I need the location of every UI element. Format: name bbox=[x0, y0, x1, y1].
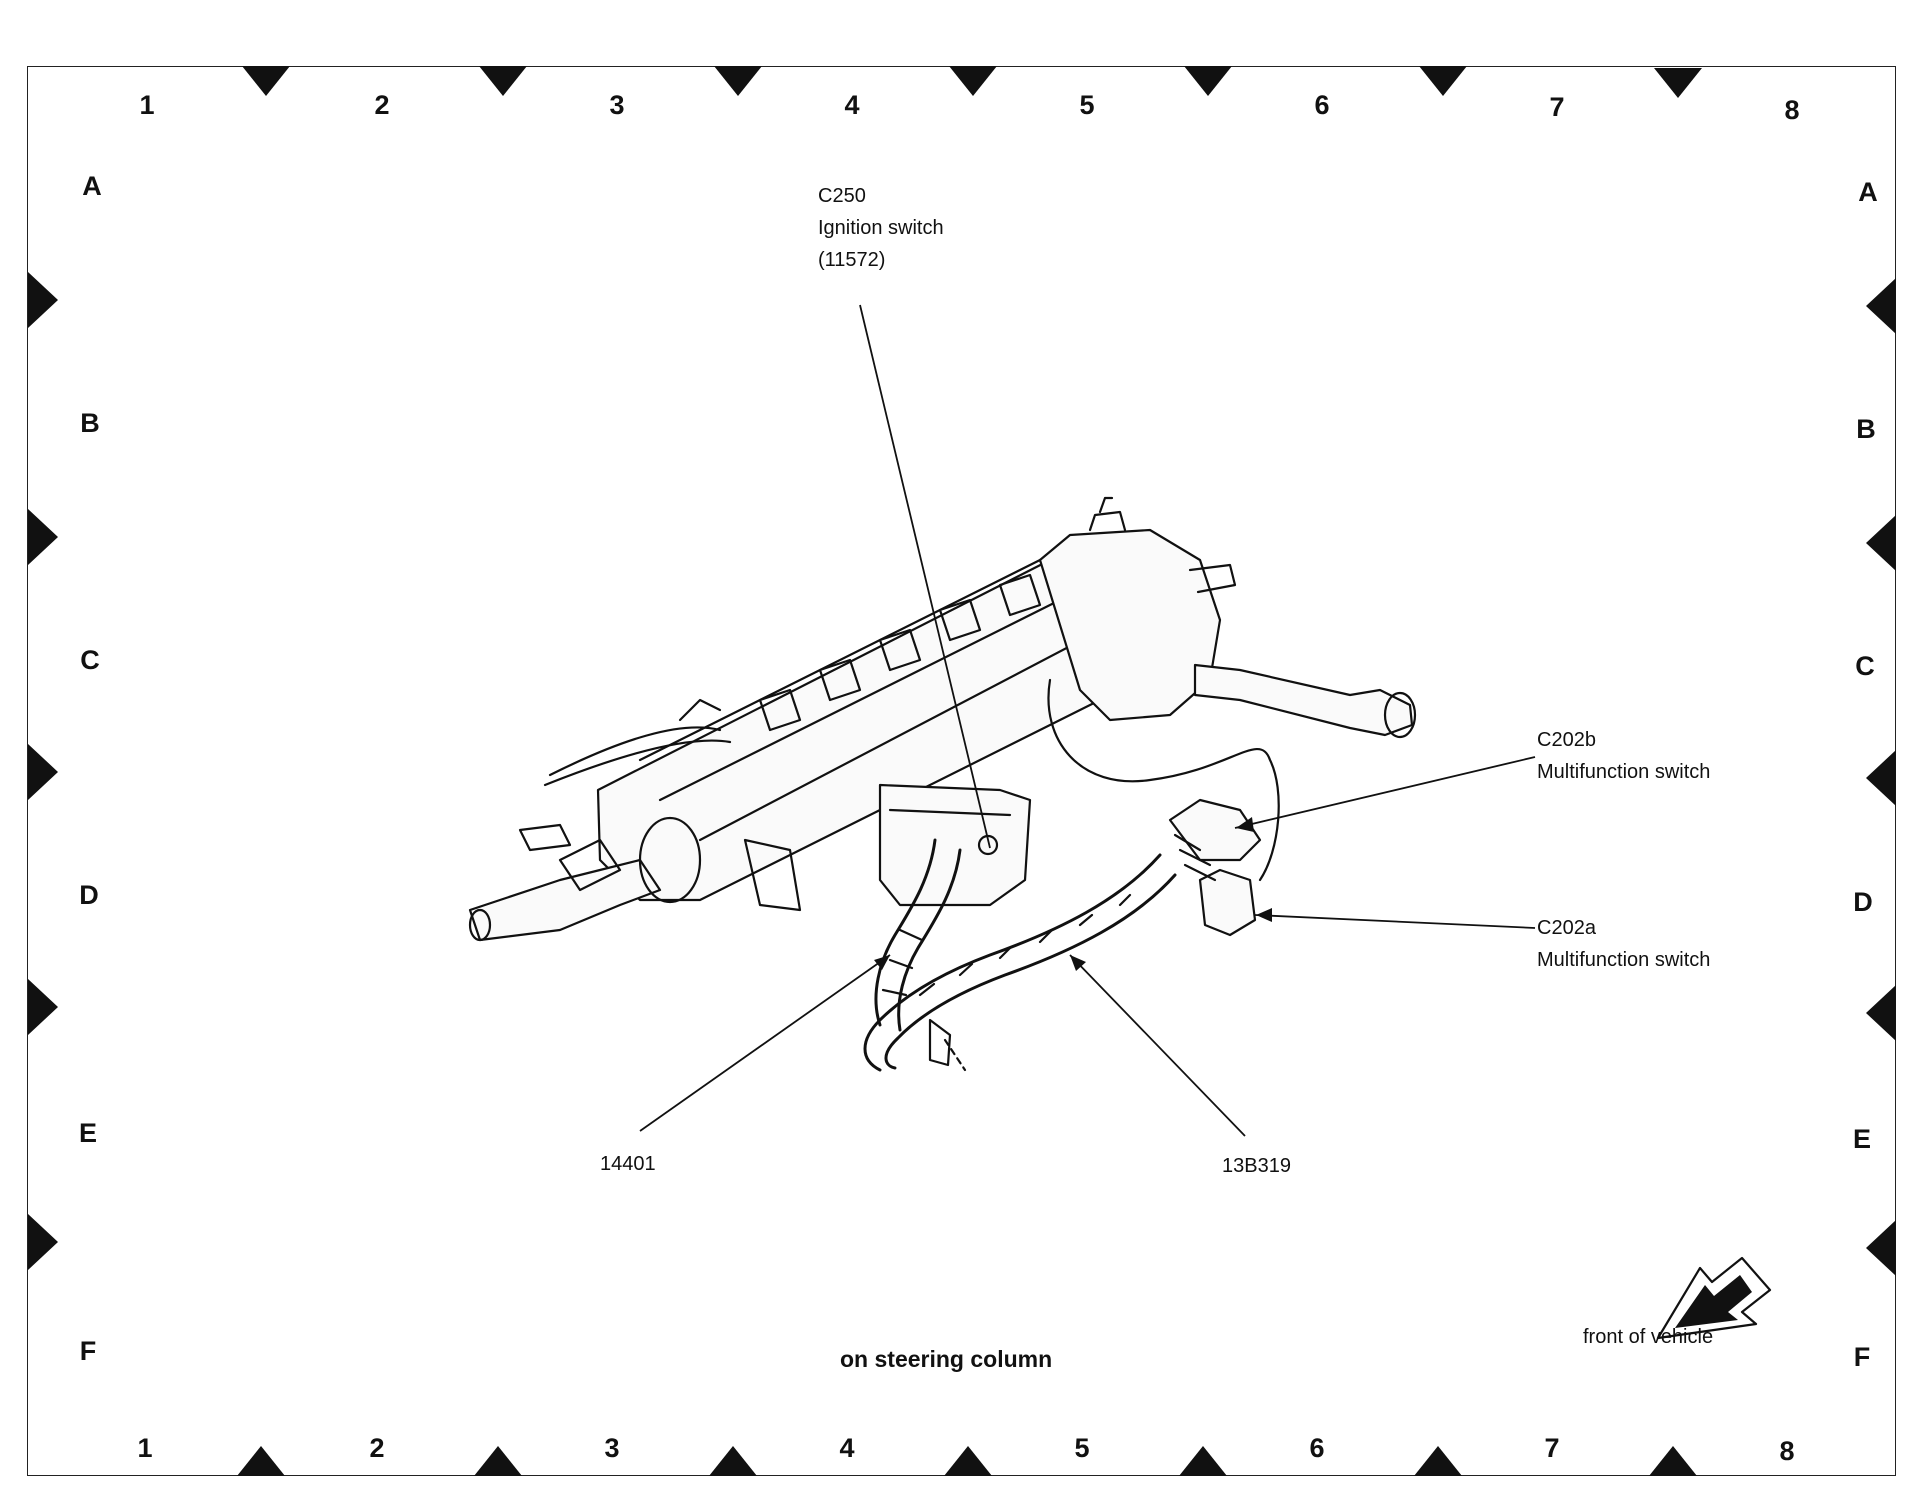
row-letter-left-a: A bbox=[82, 171, 102, 201]
column-number-top-8: 8 bbox=[1784, 95, 1800, 125]
callout-c202b-id: C202b bbox=[1537, 729, 1596, 751]
row-letter-right-d: D bbox=[1853, 887, 1873, 917]
grid-marker-bottom-icon bbox=[1414, 1446, 1462, 1476]
grid-marker-bottom-icon bbox=[944, 1446, 992, 1476]
grid-marker-left-icon bbox=[28, 272, 58, 328]
row-letter-left-f: F bbox=[79, 1336, 97, 1366]
grid-marker-top-icon bbox=[714, 66, 762, 96]
callout-13b319: 13B319 bbox=[1222, 1155, 1291, 1177]
row-letter-left-d: D bbox=[79, 880, 99, 910]
column-number-top-3: 3 bbox=[609, 90, 625, 120]
row-letter-left-b: B bbox=[80, 408, 100, 438]
front-of-vehicle-arrow-icon bbox=[1656, 1256, 1772, 1340]
column-number-top-7: 7 bbox=[1549, 92, 1565, 122]
grid-marker-right-icon bbox=[1866, 278, 1896, 334]
grid-marker-left-icon bbox=[28, 509, 58, 565]
front-of-vehicle-label: front of vehicle bbox=[1583, 1326, 1714, 1348]
column-number-top-2: 2 bbox=[374, 90, 390, 120]
callout-c202b-label: Multifunction switch bbox=[1537, 761, 1711, 783]
grid-marker-bottom-icon bbox=[1179, 1446, 1227, 1476]
grid-marker-right-icon bbox=[1866, 985, 1896, 1041]
grid-marker-top-icon bbox=[479, 66, 527, 96]
column-number-bottom-2: 2 bbox=[369, 1433, 385, 1463]
grid-marker-bottom-icon bbox=[474, 1446, 522, 1476]
grid-marker-bottom-icon bbox=[709, 1446, 757, 1476]
callout-c202a: C202a Multifunction switch bbox=[1537, 912, 1710, 976]
grid-marker-bottom-icon bbox=[1649, 1446, 1697, 1476]
callout-14401: 14401 bbox=[600, 1153, 656, 1175]
grid-marker-top-icon bbox=[949, 66, 997, 96]
grid-marker-bottom-icon bbox=[237, 1446, 285, 1476]
grid-marker-left-icon bbox=[28, 744, 58, 800]
callout-c202b: C202b Multifunction switch bbox=[1537, 724, 1710, 788]
callout-c202a-label: Multifunction switch bbox=[1537, 949, 1711, 971]
grid-marker-right-icon bbox=[1866, 1220, 1896, 1276]
row-letter-right-a: A bbox=[1858, 177, 1878, 207]
leader-line-c202a bbox=[1254, 914, 1536, 929]
row-letter-left-c: C bbox=[80, 645, 100, 675]
row-letter-left-e: E bbox=[78, 1118, 97, 1148]
callout-c250-id: C250 bbox=[818, 185, 866, 207]
callout-c250-label: Ignition switch bbox=[818, 217, 944, 239]
column-number-bottom-7: 7 bbox=[1544, 1433, 1560, 1463]
row-letter-right-e: E bbox=[1852, 1124, 1871, 1154]
column-number-top-5: 5 bbox=[1079, 90, 1095, 120]
column-number-bottom-5: 5 bbox=[1074, 1433, 1090, 1463]
grid-marker-right-icon bbox=[1866, 750, 1896, 806]
diagram-caption: on steering column bbox=[840, 1346, 1053, 1372]
column-number-top-1: 1 bbox=[139, 90, 155, 120]
grid-marker-top-icon bbox=[1419, 66, 1467, 96]
grid-marker-top-icon bbox=[242, 66, 290, 96]
column-number-bottom-4: 4 bbox=[839, 1433, 855, 1463]
leader-line-c250 bbox=[859, 304, 991, 849]
callout-c250: C250 Ignition switch (11572) bbox=[818, 180, 944, 276]
grid-marker-left-icon bbox=[28, 1214, 58, 1270]
grid-marker-top-icon bbox=[1184, 66, 1232, 96]
callout-c250-part: (11572) bbox=[818, 249, 886, 271]
leader-line-14401 bbox=[639, 954, 891, 1132]
grid-marker-right-icon bbox=[1866, 515, 1896, 571]
grid-marker-top-icon bbox=[1654, 68, 1702, 98]
column-number-top-4: 4 bbox=[844, 90, 860, 120]
row-letter-right-c: C bbox=[1855, 651, 1875, 681]
column-number-bottom-1: 1 bbox=[137, 1433, 153, 1463]
leader-line-13b319 bbox=[1069, 954, 1246, 1137]
column-number-bottom-8: 8 bbox=[1779, 1436, 1795, 1466]
grid-marker-left-icon bbox=[28, 979, 58, 1035]
column-number-bottom-3: 3 bbox=[604, 1433, 620, 1463]
row-letter-right-b: B bbox=[1856, 414, 1876, 444]
callout-c202a-id: C202a bbox=[1537, 917, 1596, 939]
column-number-bottom-6: 6 bbox=[1309, 1433, 1325, 1463]
leader-line-c202b bbox=[1234, 756, 1536, 829]
column-number-top-6: 6 bbox=[1314, 90, 1330, 120]
row-letter-right-f: F bbox=[1853, 1342, 1871, 1372]
